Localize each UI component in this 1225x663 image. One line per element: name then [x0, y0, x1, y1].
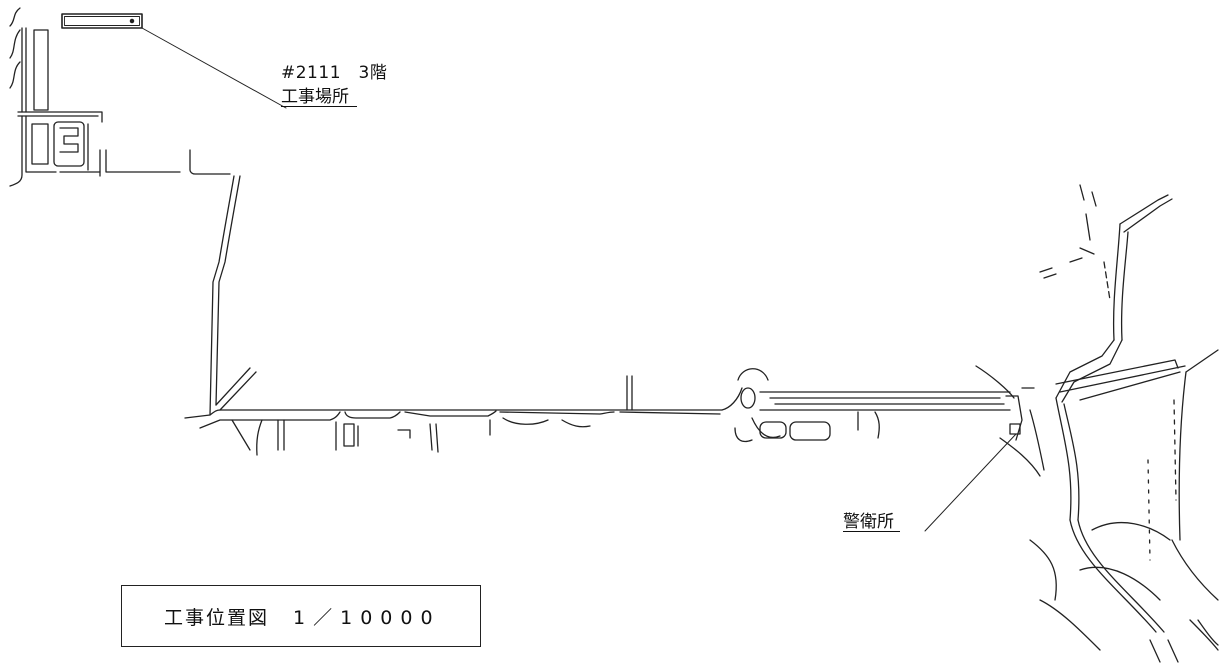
construction-site-label: 工事場所 — [281, 88, 357, 107]
map-title: 工事位置図 — [164, 606, 270, 629]
construction-site-building — [61, 13, 143, 29]
river-embankment — [1029, 184, 1219, 663]
map-scale: 1／10000 — [293, 606, 441, 629]
upper-left-compound — [9, 7, 231, 187]
map-title-box: 工事位置図 1／10000 — [121, 585, 481, 647]
roundabout — [734, 368, 1011, 443]
leader-line-site — [141, 27, 287, 109]
main-road — [184, 375, 743, 456]
building-id-label: #2111 3階 — [281, 63, 388, 83]
guard-post-area — [975, 365, 1045, 477]
access-road — [209, 175, 257, 416]
guard-post-label: 警衛所 — [843, 513, 900, 532]
leader-line-guard — [924, 433, 1017, 532]
